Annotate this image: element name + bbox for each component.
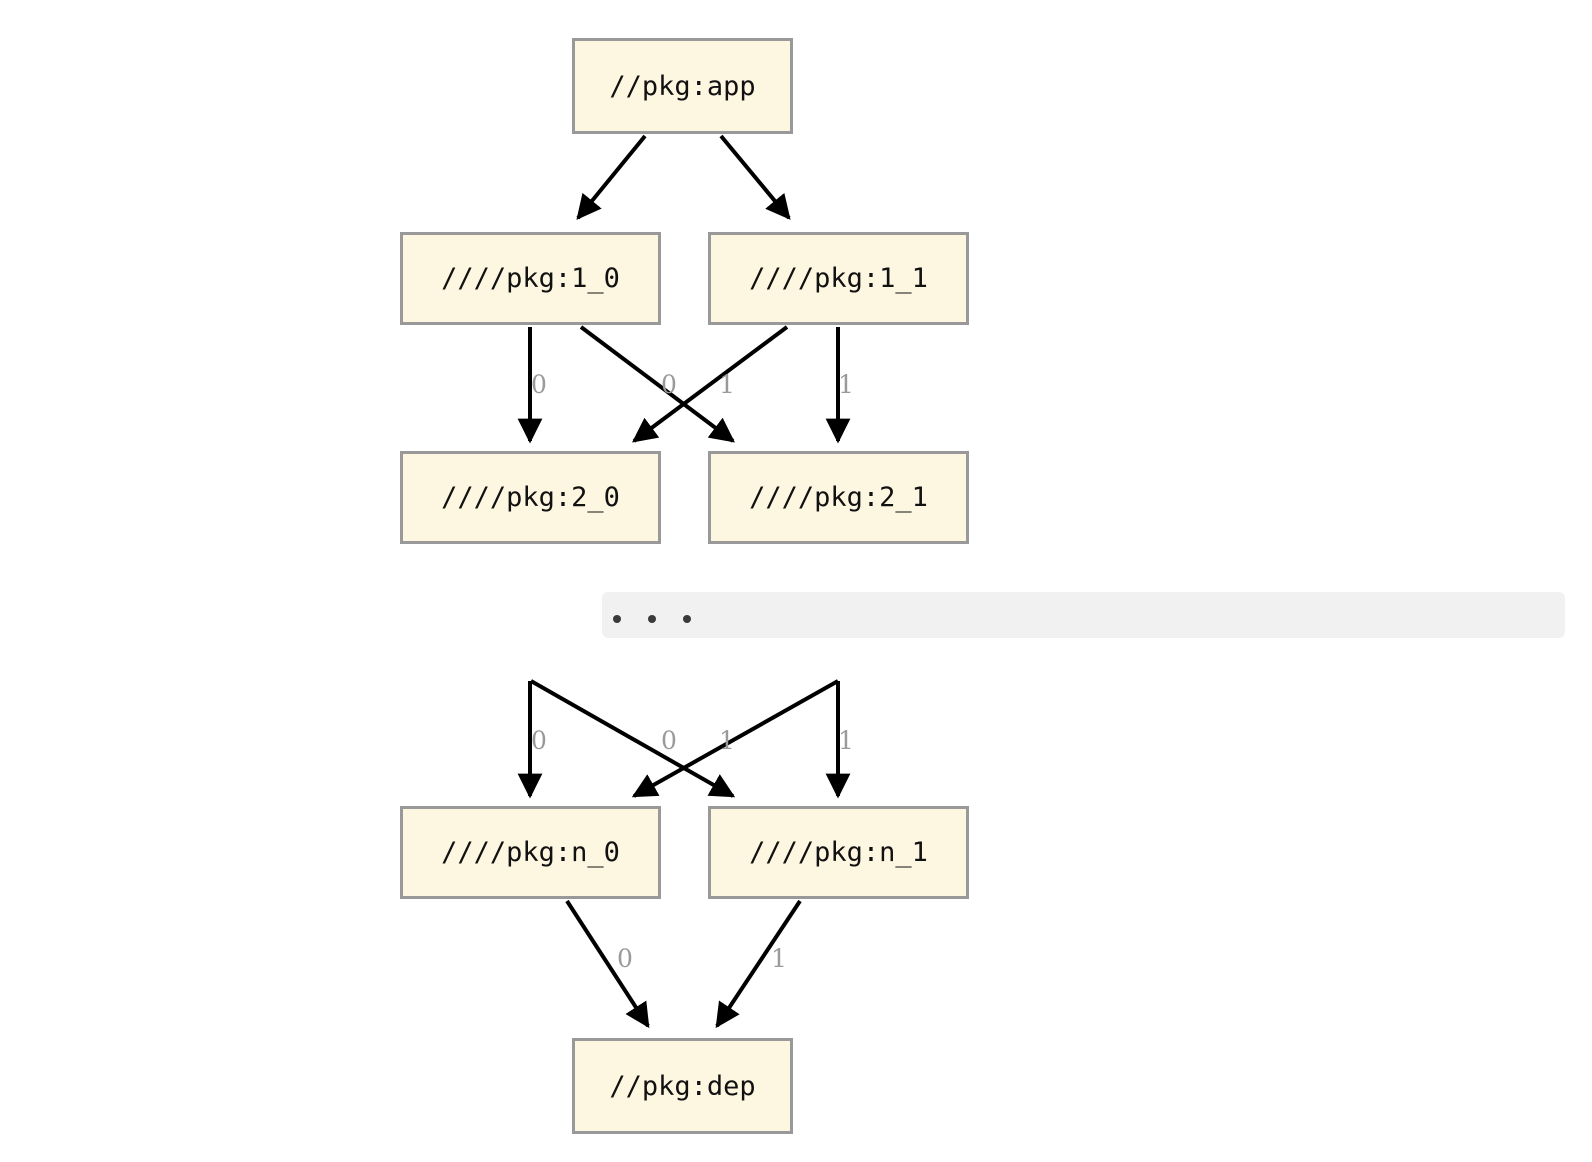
edge-label-above-n_0: 0 [531,726,547,755]
edge-1_0-to-2_1 [579,325,735,443]
node-pkg-n_1-label: ////pkg:n_1 [749,837,928,868]
edge-label-1_0-2_0: 0 [531,370,547,399]
node-pkg-2_1-label: ////pkg:2_1 [749,482,928,513]
edge-label-n_1-dep: 1 [771,944,787,973]
edge-label-above-n_1: 0 [661,726,677,755]
node-app[interactable]: //pkg:app [572,38,793,134]
node-app-label: //pkg:app [609,70,756,102]
node-pkg-1_1[interactable]: ////pkg:1_1 [708,232,969,325]
node-pkg-1_0-label: ////pkg:1_0 [441,263,620,294]
node-dep-label: //pkg:dep [609,1070,756,1102]
edge-label-n_0-dep: 0 [617,944,633,973]
edge-label-above-n_1-straight: 1 [838,726,854,755]
ellipsis-dot-1 [613,615,621,623]
ellipsis-dots-icon [613,615,691,623]
node-pkg-2_0-label: ////pkg:2_0 [441,482,620,513]
node-pkg-n_0-label: ////pkg:n_0 [441,837,620,868]
node-pkg-1_0[interactable]: ////pkg:1_0 [400,232,661,325]
edge-above-to-n_1 [530,679,736,798]
node-pkg-2_0[interactable]: ////pkg:2_0 [400,451,661,544]
edge-above-to-n_0-cross [631,679,839,798]
edge-n_1-to-dep [715,899,802,1029]
edge-label-above-n_0-cross: 1 [719,726,735,755]
node-pkg-n_0[interactable]: ////pkg:n_0 [400,806,661,899]
ellipsis-dot-2 [648,615,656,623]
edge-label-1_0-2_1: 0 [661,370,677,399]
node-pkg-2_1[interactable]: ////pkg:2_1 [708,451,969,544]
edge-label-1_1-2_0: 1 [719,370,735,399]
edge-app-to-1_1 [719,134,791,220]
node-pkg-n_1[interactable]: ////pkg:n_1 [708,806,969,899]
edge-label-1_1-2_1: 1 [838,370,854,399]
ellipsis-dot-3 [683,615,691,623]
node-pkg-1_1-label: ////pkg:1_1 [749,263,928,294]
edge-app-to-1_0 [576,134,647,220]
node-dep[interactable]: //pkg:dep [572,1038,793,1134]
edge-n_0-to-dep [565,899,650,1029]
ellipsis-separator-band [602,592,1565,638]
edge-1_1-to-2_0 [632,325,789,443]
